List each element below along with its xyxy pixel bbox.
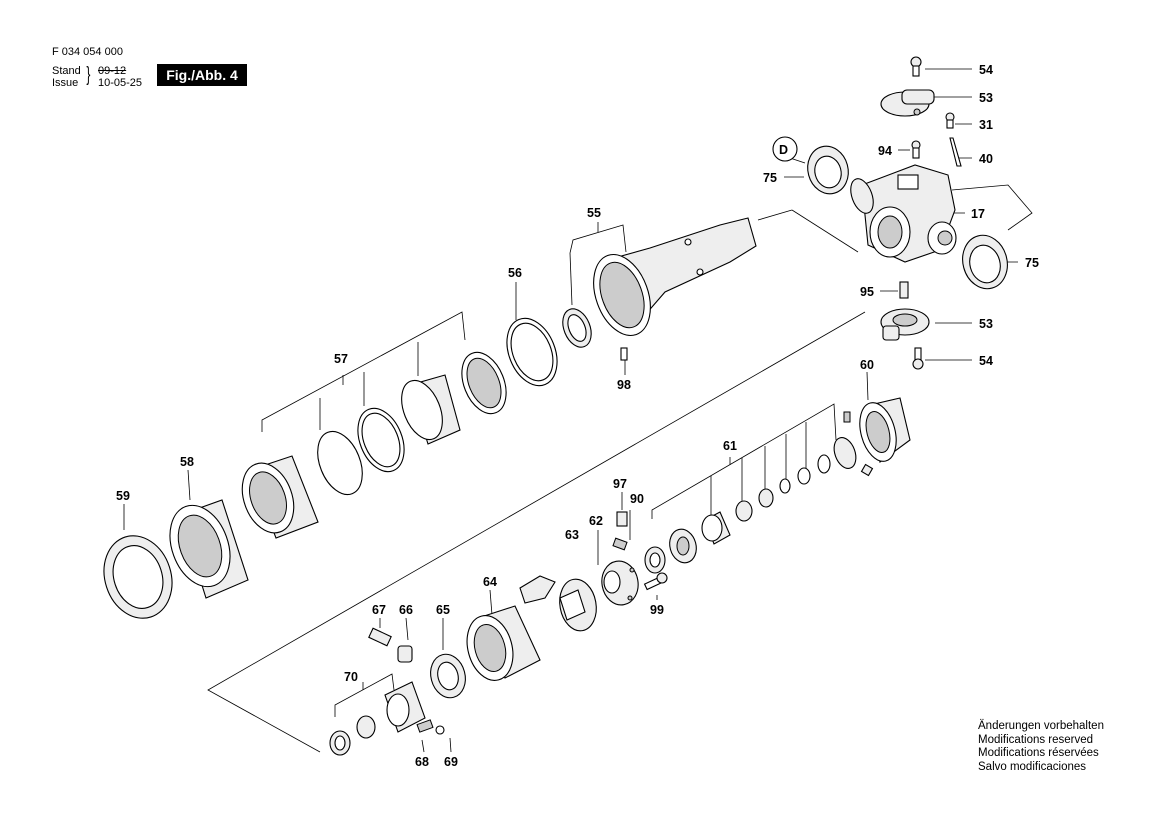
- callout-99: 99: [650, 603, 664, 617]
- part-66-bushing: [397, 645, 413, 663]
- part-54-screw-bottom: [912, 347, 924, 370]
- leader-lines: [123, 68, 1018, 753]
- part-70-spindle: [329, 681, 426, 756]
- callout-61: 61: [723, 439, 737, 453]
- callout-75: 75: [763, 171, 777, 185]
- part-60-bearing-housing: [859, 397, 911, 463]
- modification-notes: Änderungen vorbehalten Modifications res…: [978, 720, 1104, 774]
- callout-66: 66: [399, 603, 413, 617]
- part-67-pin: [368, 627, 392, 647]
- part-55-washer: [562, 308, 592, 348]
- part-69-ball: [435, 725, 445, 735]
- part-17-angle-head: [850, 164, 957, 263]
- callout-40: 40: [979, 152, 993, 166]
- callout-31: 31: [979, 118, 993, 132]
- issue-label: Issue: [52, 77, 79, 89]
- callout-53: 53: [979, 91, 993, 105]
- callout-90: 90: [630, 492, 644, 506]
- callout-70: 70: [344, 670, 358, 684]
- callout-67: 67: [372, 603, 386, 617]
- document-number: F 034 054 000: [52, 46, 123, 58]
- callout-57: 57: [334, 352, 348, 366]
- stand-label: Stand: [52, 65, 81, 77]
- detail-d-marker: [772, 136, 798, 162]
- part-94-screw: [911, 140, 921, 159]
- callout-54: 54: [979, 354, 993, 368]
- callout-97: 97: [613, 477, 627, 491]
- part-62-flange: [601, 560, 639, 606]
- issue-value: 10-05-25: [98, 77, 143, 89]
- part-61-parts: [669, 411, 874, 564]
- callout-95: 95: [860, 285, 874, 299]
- callout-54: 54: [979, 63, 993, 77]
- part-64-gear: [466, 605, 541, 681]
- part-56-ring: [506, 317, 558, 387]
- callout-17: 17: [971, 207, 985, 221]
- callout-55: 55: [587, 206, 601, 220]
- part-40-pin: [949, 137, 962, 167]
- figure-label: Fig./Abb. 4: [157, 64, 247, 86]
- callout-65: 65: [436, 603, 450, 617]
- part-55-housing: [593, 217, 757, 337]
- part-53-cover-top: [880, 89, 935, 117]
- part-58-sleeve: [169, 499, 249, 599]
- callout-63: 63: [565, 528, 579, 542]
- part-63-plate: [519, 575, 597, 632]
- callout-62: 62: [589, 514, 603, 528]
- part-53-cover-bottom: [880, 308, 930, 341]
- assembly-outline-lines: [207, 184, 1033, 753]
- brace-icon: }: [86, 64, 91, 86]
- callout-56: 56: [508, 266, 522, 280]
- part-57-rings: [317, 374, 461, 496]
- part-75-bearing-cup-top: [807, 145, 849, 195]
- callout-60: 60: [860, 358, 874, 372]
- part-57-sleeve: [241, 455, 319, 539]
- part-31-screw: [945, 112, 955, 129]
- callout-69: 69: [444, 755, 458, 769]
- note-line: Salvo modificaciones: [978, 760, 1087, 773]
- part-98-pin: [620, 347, 628, 361]
- part-68-key: [416, 719, 434, 733]
- callout-53: 53: [979, 317, 993, 331]
- part-75-bearing-cup-right: [962, 234, 1008, 290]
- part-59-cap: [103, 535, 173, 619]
- part-54-screw-top: [910, 56, 922, 77]
- note-line: Modifications reserved: [978, 733, 1094, 746]
- callout-64: 64: [483, 575, 497, 589]
- group-brackets: [261, 222, 837, 717]
- part-threaded-ring: [461, 351, 507, 415]
- callout-d: D: [779, 143, 788, 157]
- part-65-ring: [430, 653, 466, 699]
- part-99-screw: [643, 572, 668, 591]
- callout-59: 59: [116, 489, 130, 503]
- callout-75: 75: [1025, 256, 1039, 270]
- note-line: Modifications réservées: [978, 747, 1099, 759]
- note-line: Änderungen vorbehalten: [978, 720, 1104, 732]
- part-90-washer: [644, 546, 666, 574]
- part-97-screw: [612, 511, 628, 551]
- part-95-spring: [899, 281, 909, 299]
- callout-numbers: 54 53 31 40 94 D 75 17 75 95 53 54 55 98…: [116, 63, 1039, 769]
- callout-58: 58: [180, 455, 194, 469]
- callout-68: 68: [415, 755, 429, 769]
- callout-94: 94: [878, 144, 892, 158]
- stand-value: 09-12: [98, 65, 127, 77]
- callout-98: 98: [617, 378, 631, 392]
